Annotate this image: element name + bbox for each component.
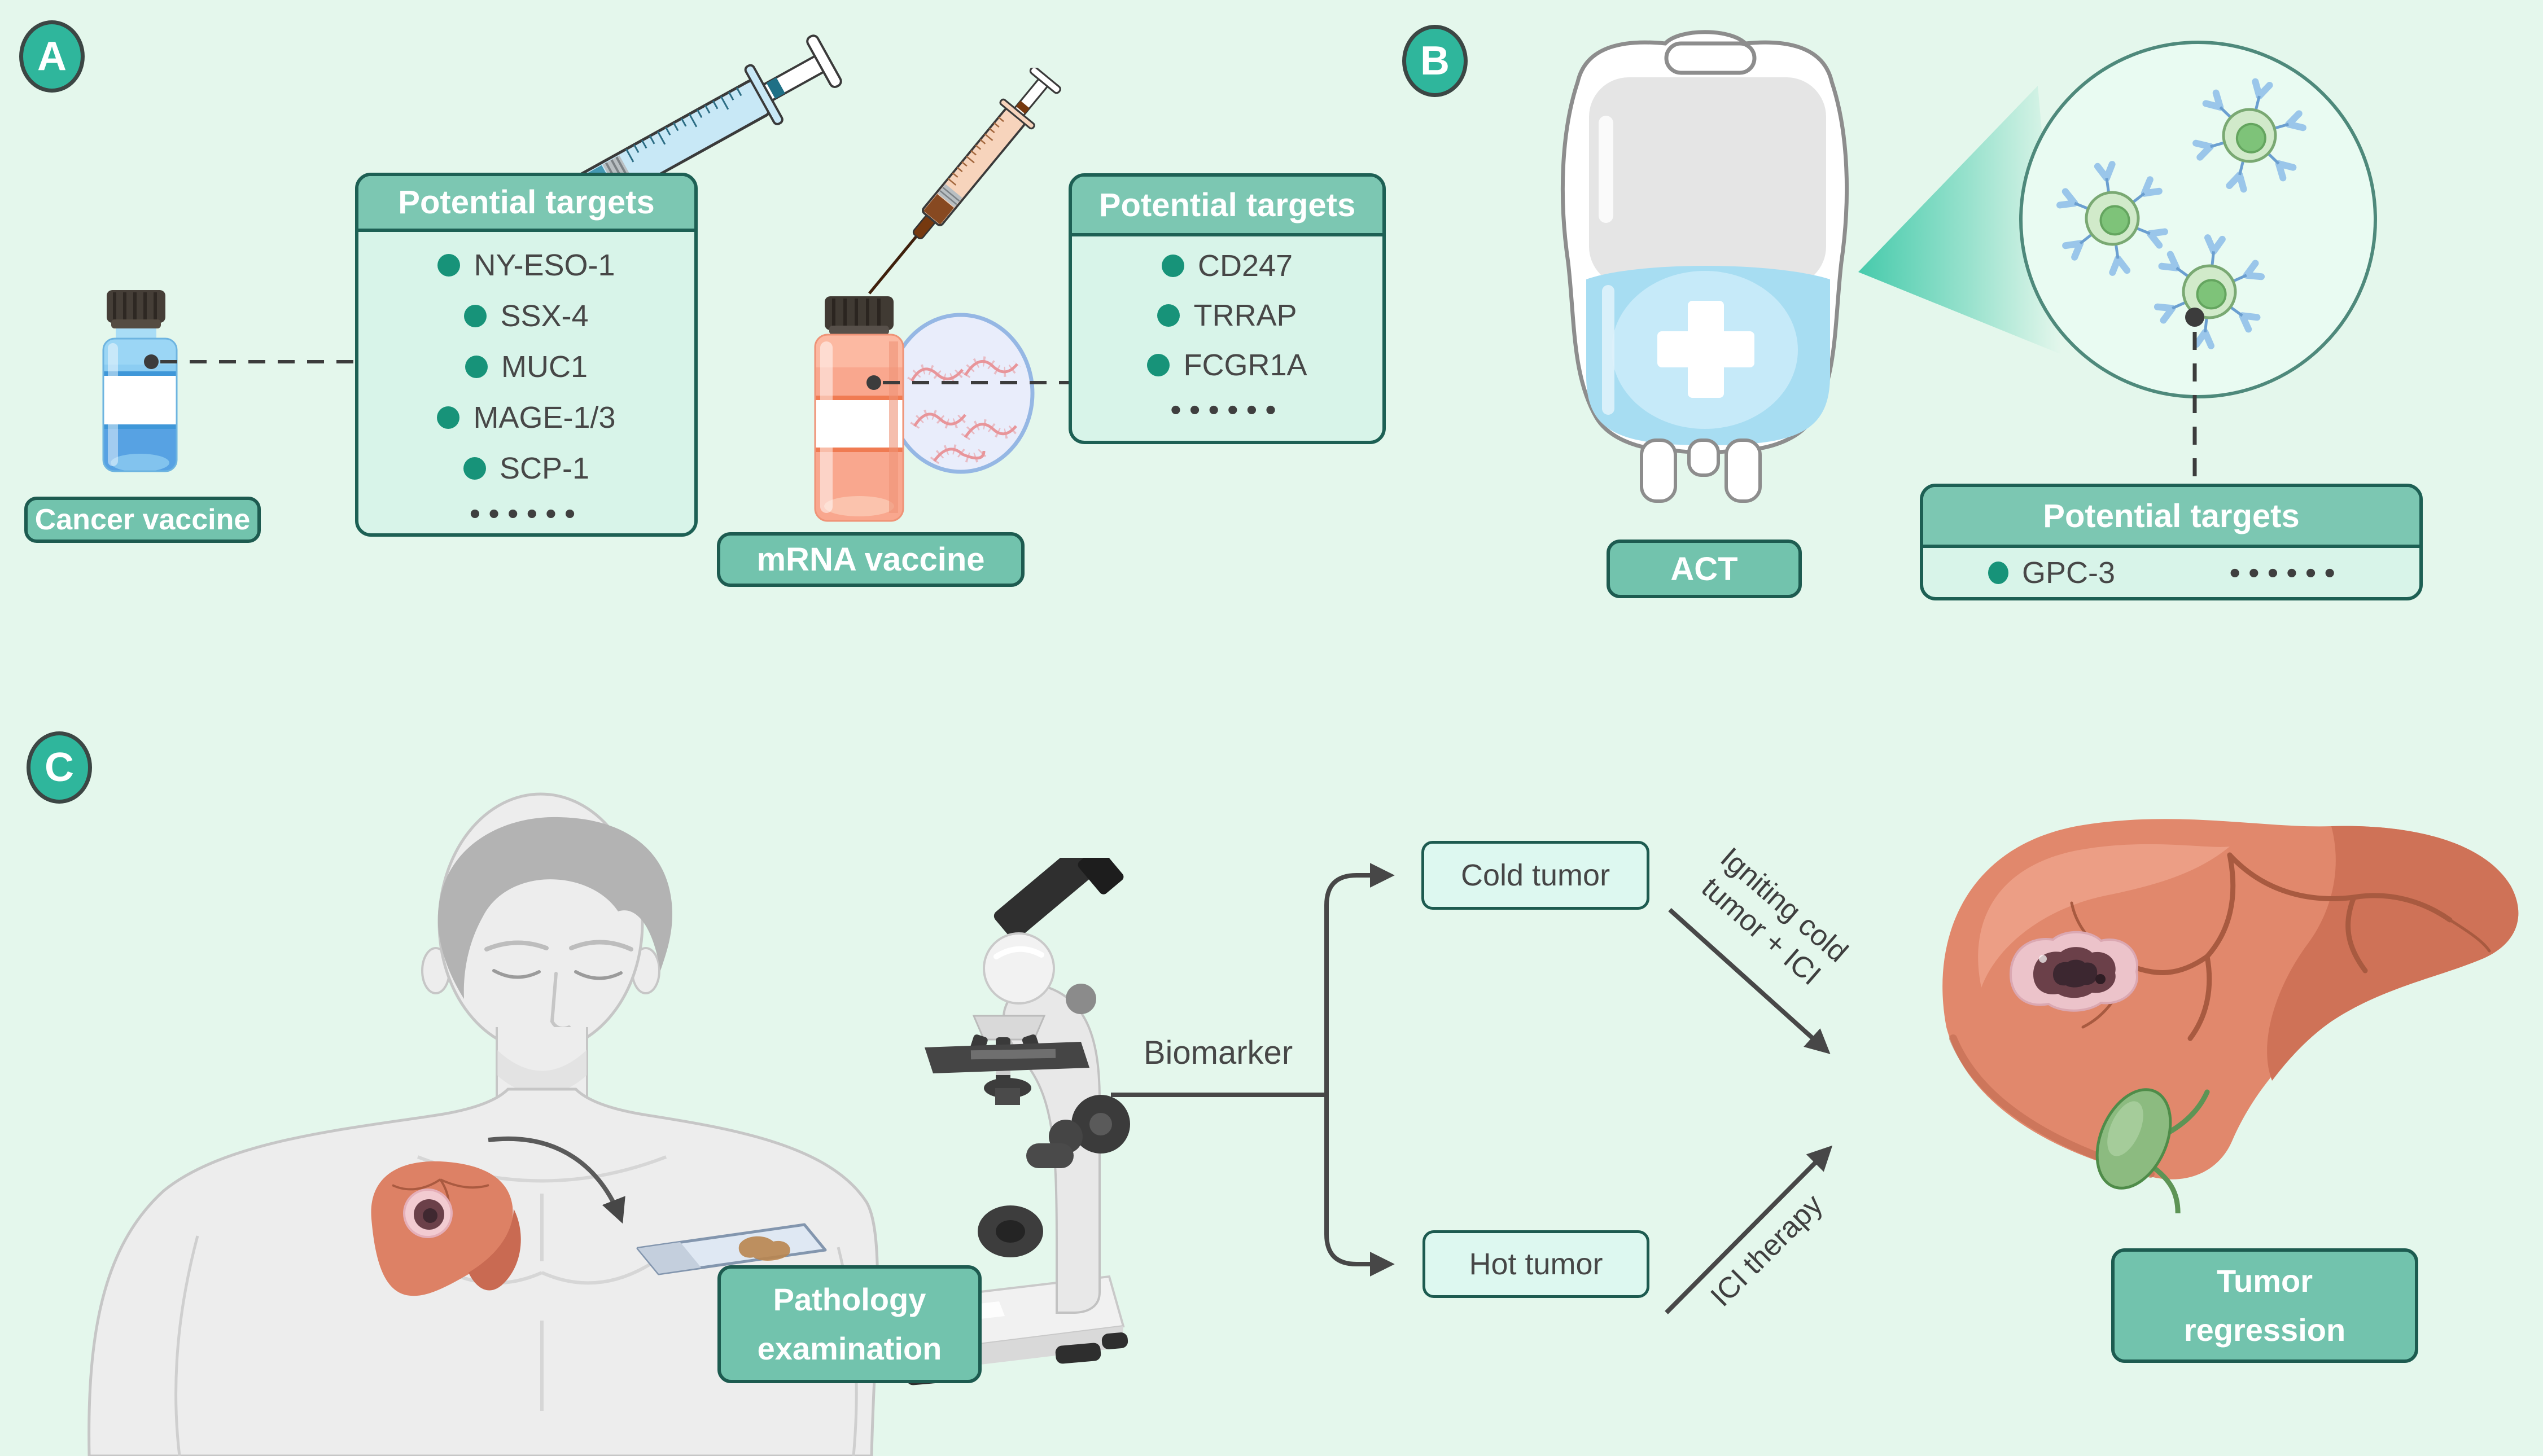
human-body-icon xyxy=(87,792,879,1456)
mrna-circle-icon xyxy=(887,313,1035,474)
liver-icon xyxy=(1942,819,2519,1213)
ellipsis-dots: •••••• xyxy=(1170,392,1284,427)
act-label-text: ACT xyxy=(1670,550,1738,587)
ellipsis-dots: •••••• xyxy=(469,495,584,531)
act-label: ACT xyxy=(1607,540,1802,598)
bullet-icon xyxy=(437,254,461,277)
target-item: NY-ESO-1 xyxy=(358,240,694,291)
target-label: SSX-4 xyxy=(500,299,589,333)
target-label: SCP-1 xyxy=(499,451,590,485)
cancer-vaccine-label-text: Cancer vaccine xyxy=(34,503,251,536)
panel-b-badge: B xyxy=(1402,25,1468,97)
bullet-icon xyxy=(465,356,488,378)
pathology-slide-icon xyxy=(636,1223,827,1275)
panel-c-badge: C xyxy=(27,731,92,804)
bullet-icon xyxy=(464,305,487,327)
tumor-regression-label: Tumor regression xyxy=(2111,1248,2418,1363)
cancer-vaccine-label: Cancer vaccine xyxy=(24,497,261,543)
cold-tumor-box: Cold tumor xyxy=(1421,841,1649,910)
target-item: GPC-3 xyxy=(1988,555,2115,590)
target-item: SCP-1 xyxy=(358,443,694,494)
cancer-targets-list: NY-ESO-1 SSX-4 MUC1 MAGE-1/3 SCP-1 •••••… xyxy=(358,232,694,533)
target-item: SSX-4 xyxy=(358,291,694,341)
panel-b-badge-letter: B xyxy=(1420,38,1450,84)
mrna-targets-box: Potential targets CD247 TRRAP FCGR1A •••… xyxy=(1069,173,1386,444)
act-targets-box: Potential targets GPC-3 •••••• xyxy=(1920,484,2423,600)
cancer-targets-title: Potential targets xyxy=(358,176,694,232)
target-item: FCGR1A xyxy=(1072,340,1382,390)
mrna-targets-title: Potential targets xyxy=(1072,177,1382,236)
tumor-regression-line2: regression xyxy=(2183,1312,2346,1348)
target-label: MAGE-1/3 xyxy=(473,401,616,435)
cart-cells-circle-icon xyxy=(2019,41,2377,398)
bullet-icon xyxy=(1157,304,1180,327)
mrna-vaccine-label: mRNA vaccine xyxy=(717,532,1025,587)
target-item: TRRAP xyxy=(1072,291,1382,340)
target-label: CD247 xyxy=(1197,249,1293,283)
bullet-icon xyxy=(463,457,486,480)
pathology-label-line1: Pathology xyxy=(773,1281,926,1317)
bullet-icon xyxy=(1147,354,1170,376)
target-label: NY-ESO-1 xyxy=(474,248,615,282)
target-item: MAGE-1/3 xyxy=(358,392,694,443)
target-item: CD247 xyxy=(1072,241,1382,291)
act-targets-title: Potential targets xyxy=(1923,487,2419,548)
hot-tumor-box: Hot tumor xyxy=(1422,1230,1649,1298)
panel-a-badge-letter: A xyxy=(37,34,67,79)
mrna-vaccine-vial-icon xyxy=(814,296,904,522)
panel-c-badge-letter: C xyxy=(45,745,74,790)
tumor-regression-line1: Tumor xyxy=(2216,1262,2313,1299)
target-label: FCGR1A xyxy=(1183,348,1307,382)
bullet-icon xyxy=(1988,561,2008,584)
hot-tumor-text: Hot tumor xyxy=(1469,1247,1603,1281)
target-item: MUC1 xyxy=(358,341,694,392)
cold-tumor-text: Cold tumor xyxy=(1460,858,1610,892)
syringe-orange-icon xyxy=(868,68,1061,295)
ellipsis-dots: •••••• xyxy=(2229,554,2343,590)
mrna-vaccine-label-text: mRNA vaccine xyxy=(756,541,985,578)
biomarker-label: Biomarker xyxy=(1143,1034,1293,1071)
bullet-icon xyxy=(1161,255,1184,277)
target-label: TRRAP xyxy=(1193,299,1297,332)
panel-a-badge: A xyxy=(19,20,85,93)
cancer-targets-box: Potential targets NY-ESO-1 SSX-4 MUC1 MA… xyxy=(355,173,698,537)
mrna-targets-list: CD247 TRRAP FCGR1A •••••• xyxy=(1072,236,1382,441)
bullet-icon xyxy=(437,406,460,429)
target-label: GPC-3 xyxy=(2022,555,2116,590)
pathology-label-line2: examination xyxy=(757,1330,942,1366)
pathology-examination-label: Pathology examination xyxy=(717,1265,982,1383)
target-label: MUC1 xyxy=(501,350,588,384)
act-targets-list: GPC-3 •••••• xyxy=(1923,548,2419,597)
microscope-icon xyxy=(879,858,1130,1385)
blood-bag-icon xyxy=(1560,30,1849,503)
magnifier-beam xyxy=(1858,86,2061,354)
